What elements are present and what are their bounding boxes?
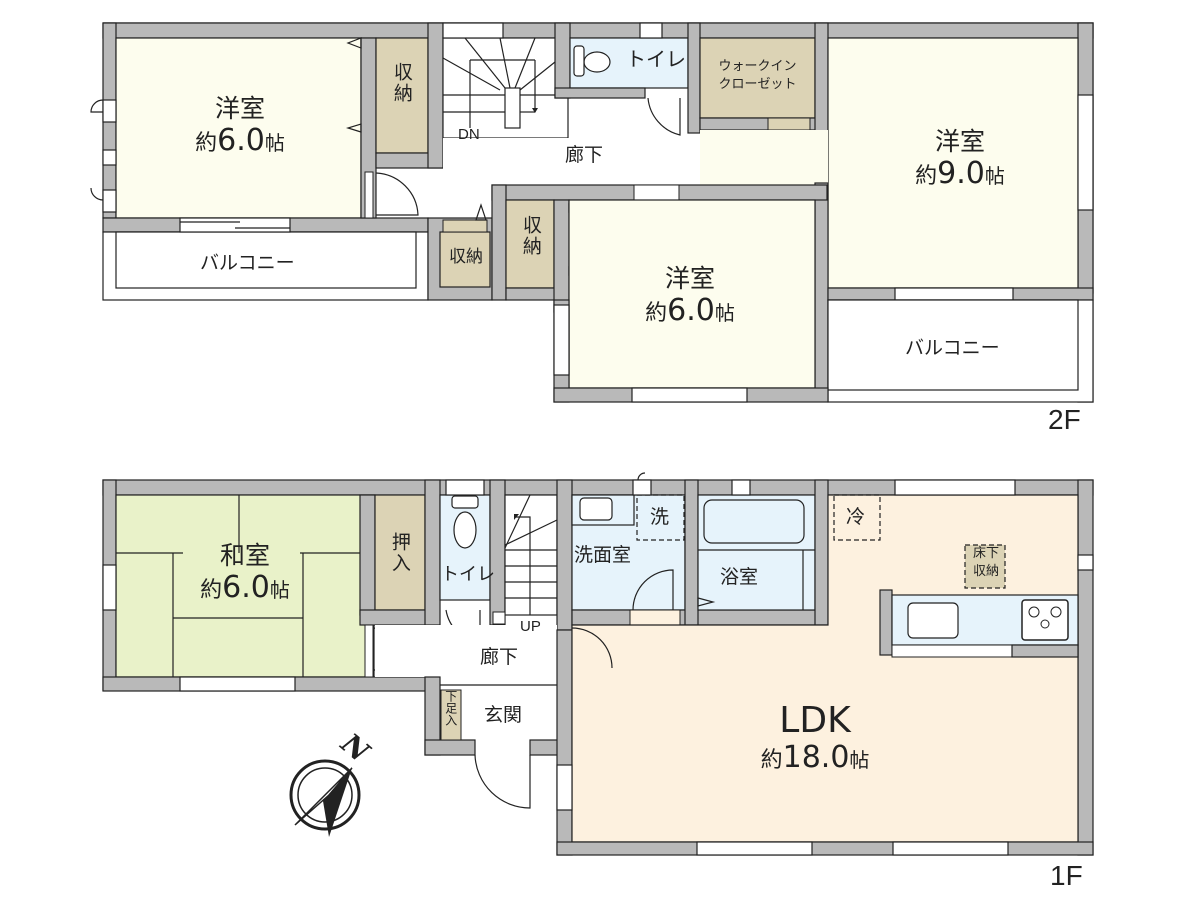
room-label-1f-shoe-storage: 下足入 (443, 690, 458, 726)
floor-2f-plan (90, 22, 1094, 403)
floor-label-2f: 2F (1048, 404, 1081, 435)
room-label-1f-ldk: LDK 約18.0帖 (760, 700, 870, 776)
room-2f-west-floor (115, 37, 362, 219)
room-label-1f-toilet: トイレ (441, 564, 495, 585)
room-label-2f-walk-in-closet: ウォークイン クローゼット (718, 59, 797, 92)
room-label-2f-south: 洋室 約6.0帖 (645, 264, 735, 328)
room-label-2f-storage-2: 収納 (449, 247, 483, 267)
room-label-2f-balcony-west: バルコニー (200, 252, 295, 274)
room-label-2f-balcony-east: バルコニー (905, 337, 1000, 359)
room-label-2f-storage-3: 収納 (519, 215, 542, 257)
underfloor-storage-label: 床下 収納 (972, 546, 999, 579)
floor-1f-plan (102, 472, 1094, 856)
room-label-2f-toilet: トイレ (626, 47, 686, 71)
room-label-1f-entrance: 玄関 (484, 704, 523, 726)
floor-label-1f: 1F (1050, 860, 1083, 891)
compass-icon (289, 759, 361, 837)
room-label-2f-west: 洋室 約6.0帖 (195, 94, 285, 158)
fridge-space-label: 冷 (846, 506, 866, 528)
room-label-2f-east: 洋室 約9.0帖 (915, 127, 1005, 191)
room-label-2f-hallway: 廊下 (565, 144, 604, 166)
room-label-1f-japanese: 和室 約6.0帖 (200, 541, 290, 605)
room-label-1f-washroom: 洗面室 (574, 544, 632, 566)
stairs-direction-dn: DN (458, 126, 480, 143)
room-label-1f-closet: 押入 (388, 532, 411, 574)
washer-space-label: 洗 (650, 506, 670, 528)
room-label-2f-storage-1: 収納 (390, 62, 413, 104)
stairs-direction-up: UP (520, 618, 541, 635)
room-label-1f-bathroom: 浴室 (720, 566, 759, 588)
room-label-1f-hallway: 廊下 (480, 646, 519, 668)
